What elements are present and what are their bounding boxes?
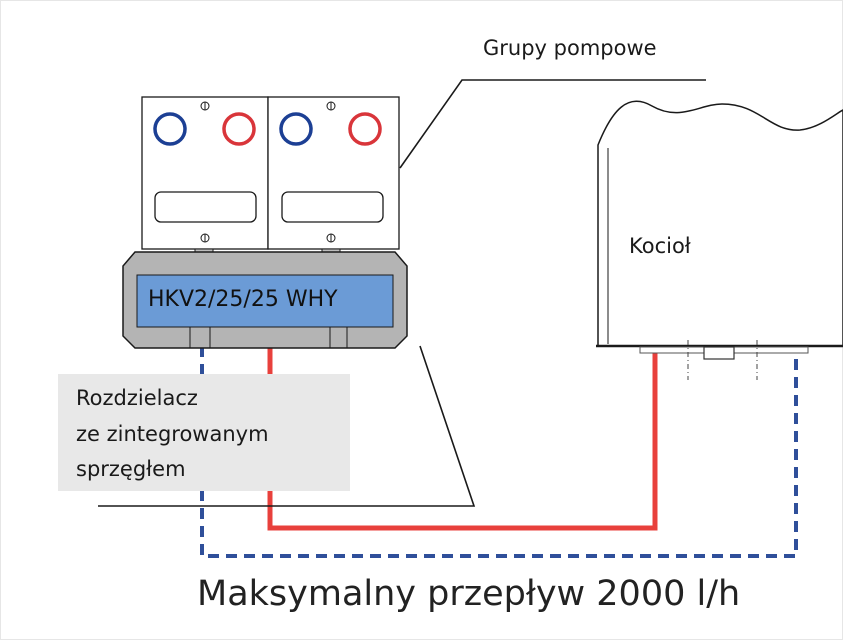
pump-group-2-hot-connection <box>348 112 382 146</box>
boiler-body <box>597 100 843 347</box>
max-flow-label: Maksymalny przepływ 2000 l/h <box>197 574 741 614</box>
boiler-label: Kocioł <box>629 234 691 258</box>
pump-group-1-hot-connection <box>222 112 256 146</box>
distributor <box>122 251 408 349</box>
pump-group-2-cold-connection <box>279 112 313 146</box>
distributor-model-label: HKV2/25/25 WHY <box>148 287 338 312</box>
distributor-callout-line-2: ze zintegrowanym <box>76 422 269 446</box>
distributor-callout: Rozdzielacz ze zintegrowanym sprzęgłem <box>58 374 350 491</box>
pump-group-2-display <box>281 191 384 223</box>
distributor-label-plate <box>136 274 394 328</box>
pump-group-1-housing <box>141 96 269 250</box>
pump-group-1-cold-connection <box>153 112 187 146</box>
distributor-callout-line-1: Rozdzielacz <box>76 386 198 410</box>
boiler <box>596 100 843 380</box>
pump-group-2 <box>267 96 400 250</box>
pump-groups-label: Grupy pompowe <box>483 36 657 60</box>
pump-groups-leader <box>399 79 706 169</box>
pump-group-2-housing <box>267 96 400 250</box>
return-pipe <box>200 346 798 558</box>
pump-group-1 <box>141 96 269 250</box>
distributor-callout-line-3: sprzęgłem <box>76 457 186 481</box>
boiler-drain-fitting <box>703 346 735 360</box>
pump-group-1-display <box>154 191 257 223</box>
distributor-leader <box>98 345 476 507</box>
